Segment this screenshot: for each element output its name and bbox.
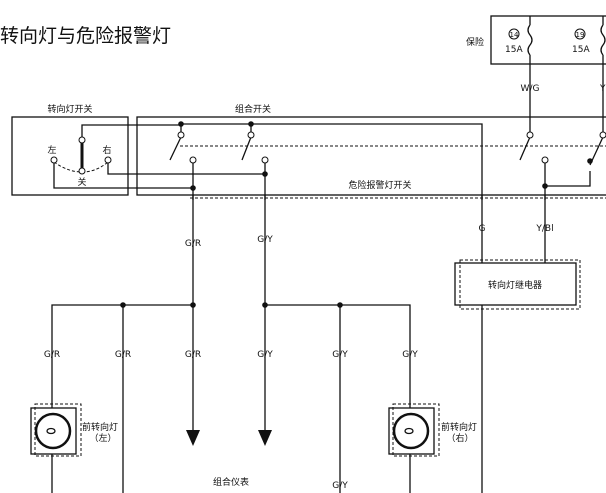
wire-label-gy-c: G/Y <box>402 350 418 360</box>
wire-label-gy-a: G/Y <box>257 350 273 360</box>
turn-switch-box <box>11 116 129 196</box>
fuse-box-label: 保险 <box>466 36 484 48</box>
cluster-label: 组合仪表 <box>213 476 249 488</box>
turn-relay-label: 转向灯继电器 <box>488 279 542 291</box>
combination-switch-box <box>136 116 606 196</box>
fuse-14-icon <box>527 16 533 64</box>
wire-label-y: Y <box>599 84 606 94</box>
wire-label-ybl: Y/Bl <box>535 224 553 234</box>
combination-switch-label: 组合开关 <box>235 103 271 115</box>
bulb-icon <box>392 412 430 450</box>
lamp-right-side: （右） <box>446 432 473 444</box>
wire-label-gr-b: G/R <box>115 350 131 360</box>
arrow-to-cluster-right <box>258 430 272 446</box>
bulb-icon <box>34 412 72 450</box>
switch-pos-right: 右 <box>102 144 111 156</box>
hazard-switch-label: 危险报警灯开关 <box>348 179 411 191</box>
lamp-right-label: 前转向灯 <box>441 421 477 433</box>
turn-relay-box <box>454 262 577 306</box>
front-turn-lamp-left <box>30 403 82 457</box>
fuse-19-rating: 15A <box>572 45 590 55</box>
fuse-box: 保险 14 15A 19 15A <box>466 15 606 65</box>
lamp-left-label: 前转向灯 <box>82 421 118 433</box>
wire-label-gy: G/Y <box>257 235 273 245</box>
fuse-19-number: 19 <box>576 31 585 39</box>
fuse-14-rating: 15A <box>505 45 523 55</box>
diagram-title: 转向灯与危险报警灯 <box>0 25 171 47</box>
switch-pos-off: 关 <box>77 176 86 188</box>
wire-label-gr-a: G/R <box>44 350 60 360</box>
wire-label-gr-c: G/R <box>185 350 201 360</box>
wire-label-wg: W/G <box>521 84 540 94</box>
arrow-to-cluster-left <box>186 430 200 446</box>
wire-label-gy-bottom: G/Y <box>332 481 348 491</box>
switch-pos-left: 左 <box>47 144 56 156</box>
lamp-left-side: （左） <box>89 432 116 444</box>
front-turn-lamp-right <box>388 403 440 457</box>
wire-label-g: G <box>479 224 486 234</box>
fuse-14-number: 14 <box>510 31 519 39</box>
turn-switch-label: 转向灯开关 <box>47 103 92 115</box>
wire-label-gy-b: G/Y <box>332 350 348 360</box>
wire-label-gr: G/R <box>185 239 201 249</box>
fuse-19-icon <box>600 16 606 64</box>
